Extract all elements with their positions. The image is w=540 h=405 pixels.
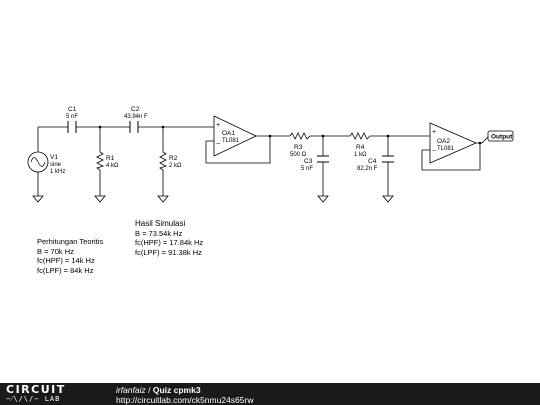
c2-value: 43,94n F: [124, 114, 148, 120]
ground-icon: [32, 195, 44, 203]
c3-name: C3: [304, 158, 313, 165]
capacitor-c3[interactable]: [317, 155, 329, 163]
junction-dot: [386, 134, 390, 138]
brand-top: CIRCUIT: [6, 383, 66, 396]
ground-icon: [157, 195, 169, 203]
resistor-r3[interactable]: [289, 132, 311, 140]
oa1-model: TL081: [222, 138, 240, 144]
theory-calculation-note: Perhitungan Teoritis B = 70k Hz fc(HPF) …: [37, 237, 103, 275]
oa2-model: TL081: [437, 146, 455, 152]
ground-icon: [317, 195, 329, 203]
theory-bandwidth: B = 70k Hz: [37, 246, 74, 256]
opamp-oa1[interactable]: + −: [213, 115, 257, 157]
oa1-name: OA1: [222, 130, 235, 137]
c1-value: 5 nF: [66, 114, 78, 120]
r2-value: 2 kΩ: [169, 163, 182, 169]
svg-text:−: −: [432, 148, 436, 155]
r3-name: R3: [294, 144, 303, 151]
output-label-tag[interactable]: Output: [487, 130, 514, 142]
v1-type: sine: [50, 162, 62, 168]
svg-text:−: −: [216, 141, 220, 148]
wire-oa2-out: [476, 136, 489, 144]
output-label-text: Output: [491, 134, 513, 141]
v1-name: V1: [50, 154, 58, 161]
separator: /: [145, 385, 153, 395]
svg-text:+: +: [432, 129, 436, 136]
ground-icon: [94, 195, 106, 203]
r1-name: R1: [106, 155, 115, 162]
wire-oa2-feedback: [421, 143, 481, 171]
c1-name: C1: [68, 106, 77, 113]
circuitlab-logo[interactable]: CIRCUIT −⁄\/\/− LAB: [6, 384, 106, 404]
simulation-bandwidth: B = 73.54k Hz: [135, 228, 183, 238]
capacitor-c1[interactable]: [67, 121, 77, 133]
brand-bottom: −⁄\/\/− LAB: [6, 395, 61, 403]
resistor-r4[interactable]: [349, 132, 371, 140]
author-name[interactable]: irfanfaiz: [116, 385, 146, 395]
capacitor-c2[interactable]: [129, 121, 139, 133]
c4-value: 82,2n F: [357, 166, 378, 172]
opamp-oa2[interactable]: + −: [429, 122, 478, 164]
simulation-fc-hpf: fc(HPF) = 17.84k Hz: [135, 238, 204, 247]
r2-name: R2: [169, 155, 178, 162]
junction-dot: [161, 125, 165, 129]
theory-fc-lpf: fc(LPF) = 84k Hz: [37, 265, 94, 275]
simulation-fc-lpf: fc(LPF) = 91.38k Hz: [135, 247, 202, 257]
theory-title: Perhitungan Teoritis: [37, 237, 104, 246]
junction-dot: [478, 141, 482, 145]
footer-bar: CIRCUIT −⁄\/\/− LAB irfanfaiz / Quiz cpm…: [0, 383, 540, 405]
r4-value: 1 kΩ: [354, 152, 367, 158]
r4-name: R4: [356, 144, 365, 151]
simulation-results-note: Hasil Simulasi B = 73.54k Hz fc(HPF) = 1…: [135, 219, 203, 257]
resistor-icon: −⁄\/\/−: [6, 395, 40, 403]
schematic-canvas: V1 sine 1 kHz C1 5 nF C2 43,94n F R1 4 k…: [27, 106, 514, 203]
junction-dot: [268, 134, 272, 138]
v1-frequency: 1 kHz: [50, 169, 65, 175]
voltage-source-v1[interactable]: [27, 151, 49, 173]
circuit-url[interactable]: http://circuitlab.com/ck5nmu24s65rw: [116, 395, 254, 405]
resistor-r2[interactable]: [159, 151, 168, 171]
capacitor-c4[interactable]: [382, 155, 394, 163]
oa2-name: OA2: [437, 138, 450, 145]
r3-value: 500 Ω: [290, 152, 307, 158]
circuit-title: Quiz cpmk3: [152, 385, 201, 395]
wire-oa1-feedback: [205, 136, 271, 164]
r1-value: 4 kΩ: [106, 163, 119, 169]
theory-fc-hpf: fc(HPF) = 14k Hz: [37, 256, 95, 265]
c4-name: C4: [368, 158, 377, 165]
simulation-results-title: Hasil Simulasi: [135, 219, 186, 228]
junction-dot: [321, 134, 325, 138]
c2-name: C2: [131, 106, 140, 113]
svg-text:+: +: [216, 122, 220, 129]
resistor-r1[interactable]: [96, 151, 105, 171]
credits: irfanfaiz / Quiz cpmk3 http://circuitlab…: [116, 385, 253, 405]
ground-icon: [382, 195, 394, 203]
junction-dot: [98, 125, 102, 129]
c3-value: 5 nF: [301, 166, 313, 172]
